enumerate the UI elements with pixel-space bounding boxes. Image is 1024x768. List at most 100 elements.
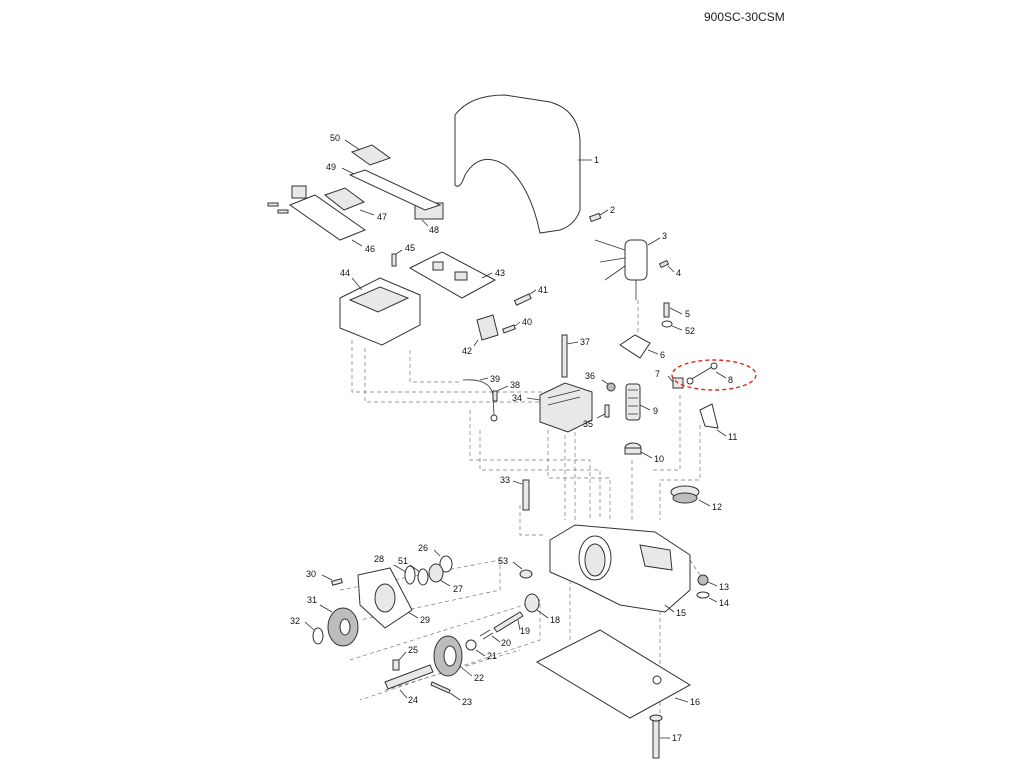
label-part-32: 32 xyxy=(290,616,300,626)
part-21-ring xyxy=(465,639,486,657)
label-part-24: 24 xyxy=(408,695,418,705)
part-9-worm-shaft xyxy=(625,383,651,421)
label-part-39: 39 xyxy=(490,374,500,384)
part-35-screw xyxy=(596,404,610,419)
part-12-gland xyxy=(670,485,711,507)
label-part-16: 16 xyxy=(690,697,700,707)
part-41-screw xyxy=(513,289,537,306)
highlight-circle xyxy=(671,359,757,391)
label-part-37: 37 xyxy=(580,337,590,347)
part-16-base-plate xyxy=(535,629,691,719)
part-29-cover-plate xyxy=(357,567,419,629)
label-part-6: 6 xyxy=(660,350,665,360)
label-part-45: 45 xyxy=(405,243,415,253)
label-part-2: 2 xyxy=(610,205,615,215)
label-part-27: 27 xyxy=(453,584,463,594)
label-part-40: 40 xyxy=(522,317,532,327)
label-part-41: 41 xyxy=(538,285,548,295)
part-26-ring xyxy=(433,549,453,573)
label-part-22: 22 xyxy=(474,673,484,683)
part-30-screw xyxy=(321,574,343,586)
part-6-flange xyxy=(619,334,659,359)
label-part-51: 51 xyxy=(398,556,408,566)
label-part-48: 48 xyxy=(429,225,439,235)
label-part-46: 46 xyxy=(365,244,375,254)
label-part-53: 53 xyxy=(498,556,508,566)
label-part-10: 10 xyxy=(654,454,664,464)
part-20-spring xyxy=(479,629,501,643)
part-24-output-shaft xyxy=(384,664,434,699)
part-43-control-board xyxy=(408,251,497,299)
part-17-bolt xyxy=(649,714,670,759)
part-45-screw xyxy=(391,249,403,267)
label-part-44: 44 xyxy=(340,268,350,278)
label-part-50: 50 xyxy=(330,133,340,143)
part-47-pad xyxy=(323,187,375,216)
part-51-washer xyxy=(409,564,429,586)
label-part-8: 8 xyxy=(728,375,733,385)
screws-left-pair xyxy=(267,202,289,214)
label-part-11: 11 xyxy=(728,432,737,442)
label-part-43: 43 xyxy=(495,268,505,278)
label-part-25: 25 xyxy=(408,645,418,655)
label-part-30: 30 xyxy=(306,569,316,579)
part-46-bracket xyxy=(288,185,367,247)
part-11-plate xyxy=(699,403,727,437)
label-part-52: 52 xyxy=(685,326,695,336)
part-7-clip xyxy=(667,375,684,389)
part-23-pin xyxy=(430,681,461,701)
label-part-14: 14 xyxy=(719,598,729,608)
part-25-key xyxy=(392,651,407,671)
part-1-cover xyxy=(454,94,592,234)
part-18-bearing xyxy=(524,593,549,619)
label-part-12: 12 xyxy=(712,502,722,512)
label-part-15: 15 xyxy=(676,608,686,618)
part-22-gear xyxy=(433,635,473,677)
label-part-42: 42 xyxy=(462,346,472,356)
part-31-pinion xyxy=(319,604,359,647)
part-49-strip xyxy=(341,167,442,211)
part-50-cap xyxy=(344,139,392,166)
label-part-21: 21 xyxy=(487,651,497,661)
label-part-18: 18 xyxy=(550,615,560,625)
part-33-screw xyxy=(512,479,530,511)
part-10-bearing xyxy=(624,442,653,459)
part-40-screw xyxy=(502,321,521,334)
part-13-nut xyxy=(697,574,718,587)
label-part-4: 4 xyxy=(676,268,681,278)
label-part-36: 36 xyxy=(585,371,595,381)
part-37-bolt xyxy=(561,334,579,378)
label-part-19: 19 xyxy=(520,626,530,636)
part-8-key xyxy=(671,359,757,391)
label-part-5: 5 xyxy=(685,309,690,319)
part-27-bearing xyxy=(428,563,451,587)
label-part-29: 29 xyxy=(420,615,430,625)
part-19-shaft xyxy=(493,611,524,633)
part-4-screw xyxy=(658,259,675,273)
part-2-screw xyxy=(588,209,609,223)
part-14-washer xyxy=(696,591,718,603)
part-53-nut xyxy=(512,561,533,579)
part-44-control-box xyxy=(339,277,421,346)
part-34-transformer xyxy=(526,382,593,433)
label-part-20: 20 xyxy=(501,638,511,648)
part-5-bolt xyxy=(663,302,683,318)
label-part-7: 7 xyxy=(655,369,660,379)
label-part-26: 26 xyxy=(418,543,428,553)
label-part-35: 35 xyxy=(583,419,593,429)
assembly-dashed-lines xyxy=(339,300,701,720)
part-39-ground-wire xyxy=(462,377,498,422)
label-part-49: 49 xyxy=(326,162,336,172)
part-36-nut xyxy=(601,379,616,392)
part-38-screw xyxy=(492,385,509,402)
label-part-38: 38 xyxy=(510,380,520,390)
part-32-ring xyxy=(304,621,324,645)
part-labels: 1 2 3 4 5 6 7 8 9 10 11 12 13 14 15 16 1… xyxy=(290,133,737,743)
part-42-terminal xyxy=(473,314,499,347)
part-15-housing xyxy=(549,524,691,613)
label-part-28: 28 xyxy=(374,554,384,564)
label-part-47: 47 xyxy=(377,212,387,222)
model-code: 900SC-30CSM xyxy=(704,10,785,24)
label-part-23: 23 xyxy=(462,697,472,707)
